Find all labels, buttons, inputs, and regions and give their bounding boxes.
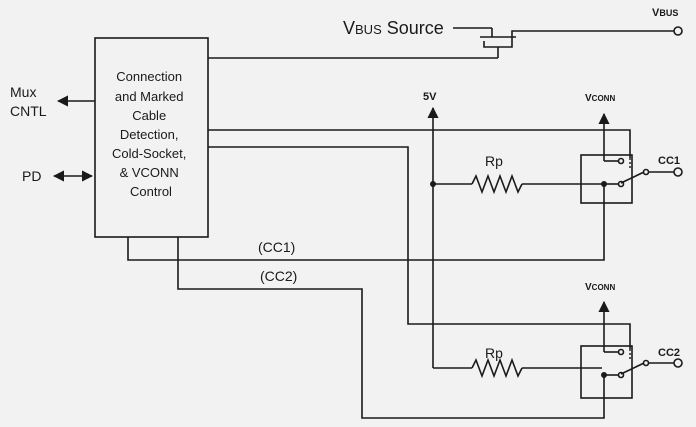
cc1-bottom-contact (617, 180, 625, 188)
cc2-sense-wire (177, 237, 605, 419)
cc1-switch-box (580, 154, 633, 204)
controller-label: Connection and Marked Cable Detection, C… (112, 69, 190, 199)
cc2-switch-blade (620, 362, 645, 375)
cc2-bottom-contact (617, 371, 625, 379)
pd-label: PD (22, 168, 41, 184)
cc1-common-contact (642, 168, 650, 176)
cc2-switch-box (580, 345, 633, 399)
cc1-wire-label: (CC1) (258, 239, 295, 255)
fet-channel (483, 41, 513, 48)
5v-label: 5V (423, 91, 437, 103)
cc2-pin-label: CC2 (658, 347, 680, 359)
cc2-terminal (673, 358, 683, 368)
cc1-pin-label: CC1 (658, 155, 680, 167)
cc1-switch-blade (620, 171, 645, 184)
vbus-output-wire (511, 30, 674, 41)
cc1-top-contact (617, 157, 625, 165)
vbus-terminal (673, 26, 683, 36)
cc2-control-wire (208, 146, 631, 349)
cc2-junction (601, 372, 607, 378)
cc2-wire-label: (CC2) (260, 268, 297, 284)
rp1-resistor (471, 173, 523, 195)
vconn1-label: VCONN (585, 93, 615, 104)
rp2-label: Rp (485, 345, 503, 361)
vbus-source-label: VBUS Source (343, 18, 444, 38)
cc2-top-contact (617, 348, 625, 356)
vbus-out-label: VBUS (652, 7, 678, 19)
cc1-junction (601, 181, 607, 187)
rp1-label: Rp (485, 153, 503, 169)
cc2-common-contact (642, 359, 650, 367)
cntl-label: CNTL (10, 103, 47, 119)
rp2-resistor (471, 357, 523, 379)
cc1-terminal (673, 167, 683, 177)
mux-label: Mux (10, 84, 36, 100)
vconn2-label: VCONN (585, 282, 615, 293)
cc1-control-wire (208, 129, 631, 158)
cc1-sense-wire (127, 184, 605, 261)
controller-block (94, 37, 209, 238)
